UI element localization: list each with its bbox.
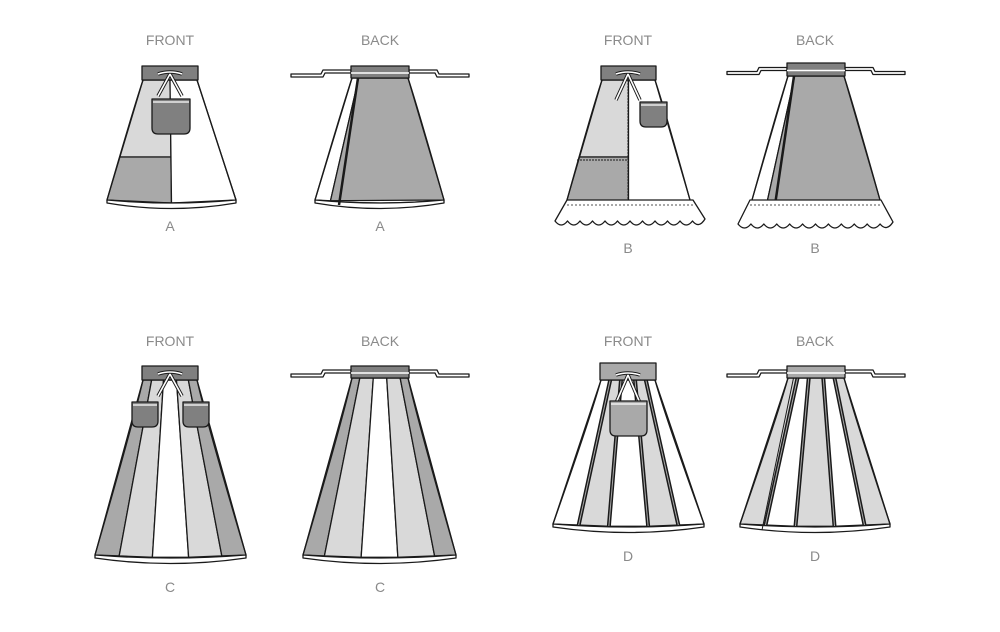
view-letter-b-back: B [810,240,819,256]
pocket [151,98,191,135]
ruffle [554,199,706,226]
seam-stripe-topstitch [645,379,679,526]
view-d-front [552,362,705,534]
view-title-d-back: BACK [796,333,835,349]
skirt-panel [106,156,173,204]
right-tie [844,66,906,76]
view-title-a-front: FRONT [146,32,195,48]
view-letter-c-front: C [165,579,175,595]
overlap-edge [761,365,797,531]
seam-stripe-topstitch [822,377,835,527]
view-a-back [290,65,470,210]
overlap-edge [337,77,360,206]
seam-stripe-topstitch [795,377,810,527]
view-c-front [94,365,247,565]
view-a-front [106,65,237,210]
left-tie [726,369,788,378]
view-b-front [554,65,706,226]
hem-band [302,554,457,565]
drawstring-bow-fill [615,71,641,101]
view-title-b-back: BACK [796,32,835,48]
view-letter-b-front: B [623,240,632,256]
view-letter-a-front: A [165,218,175,234]
hem-band [552,523,705,534]
pocket [609,400,648,437]
left-tie [290,69,352,78]
view-title-a-back: BACK [361,32,400,48]
drawstring-bow-fill [157,371,183,397]
view-letter-d-front: D [623,548,633,564]
overlap-edge [773,75,796,206]
waistband [786,365,846,379]
hem-band [739,523,891,534]
seam-stripe-topstitch [833,377,865,526]
seam-stripe-topstitch [578,379,611,526]
waistband [786,62,846,77]
skirt-panel [566,156,630,204]
pocket [639,101,668,128]
right-tie [844,369,906,378]
drawstring-bow-fill [615,372,641,404]
view-letter-a-back: A [375,218,385,234]
view-letter-d-back: D [810,548,820,564]
view-title-c-front: FRONT [146,333,195,349]
hem-band [106,199,237,210]
view-b-back [726,62,906,229]
left-tie [290,369,352,378]
waistband [350,65,410,79]
hem-band [314,199,445,210]
view-c-back [290,365,470,565]
pocket [182,401,210,428]
view-letter-c-back: C [375,579,385,595]
waistband [350,365,410,379]
drawstring-bow-fill [157,71,183,97]
hem-band [94,554,247,565]
view-title-c-back: BACK [361,333,400,349]
view-title-d-front: FRONT [604,333,653,349]
ruffle [737,199,894,229]
pocket [131,401,159,428]
left-tie [726,66,788,76]
right-tie [408,69,470,78]
view-d-back [726,365,906,534]
seam-stripe-topstitch [765,377,799,526]
right-tie [408,369,470,378]
view-title-b-front: FRONT [604,32,653,48]
